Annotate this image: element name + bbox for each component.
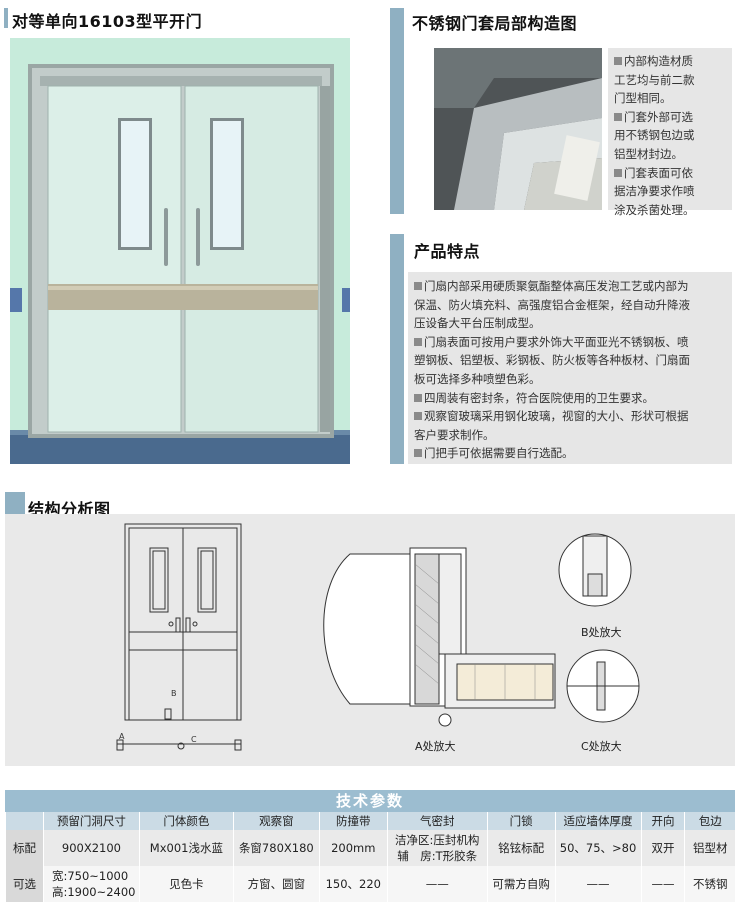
header-cell: 预留门洞尺寸 — [42, 812, 140, 830]
header-cell: 开向 — [640, 812, 685, 830]
header-cell: 包边 — [684, 812, 735, 830]
frame-note-line: 据洁净要求作喷 — [614, 184, 695, 199]
header-cell: 气密封 — [386, 812, 488, 830]
structure-drawings: A B C A处放大 B处放大 — [116, 523, 640, 753]
feature-line: 塑钢板、铝塑板、彩钢板、防火板等各种板材、门扇面 — [414, 353, 690, 368]
cell-guard: 150、220 — [318, 866, 388, 902]
spec-table-title: 技术参数 — [5, 790, 735, 812]
cell-edge: 不锈钢 — [684, 866, 735, 902]
header-cell: 防撞带 — [318, 812, 388, 830]
label-detail-c: C处放大 — [581, 739, 622, 753]
spec-table: 预留门洞尺寸 门体颜色 观察窗 防撞带 气密封 门锁 适应墙体厚度 开向 包边 … — [5, 812, 735, 902]
detail-a-drawing — [323, 547, 556, 727]
cell-lock: 铭铉标配 — [486, 830, 556, 866]
header-cell — [5, 812, 44, 830]
label-detail-a: A处放大 — [415, 739, 456, 753]
frame-section-title: 不锈钢门套局部构造图 — [412, 14, 578, 33]
feature-line: 板可选择多种喷塑色彩。 — [414, 371, 541, 386]
table-row: 可选 宽:750~1000 高:1900~2400 见色卡 方窗、圆窗 150、… — [5, 866, 735, 902]
cell-wall: —— — [554, 866, 642, 902]
cell-open: —— — [640, 866, 685, 902]
door-photo-illustration — [10, 38, 350, 464]
feature-line: 门扇表面可按用户要求外饰大平面亚光不锈钢板、喷 — [414, 333, 726, 352]
spec-table-section: 技术参数 预留门洞尺寸 门体颜色 观察窗 防撞带 气密封 门锁 适应墙体厚度 开… — [5, 790, 735, 902]
feature-line: 客户要求制作。 — [414, 427, 495, 442]
structure-accent-bar — [5, 492, 25, 516]
header-cell: 观察窗 — [232, 812, 320, 830]
structure-panel: A B C A处放大 B处放大 — [5, 514, 735, 766]
mark-a: A — [119, 732, 125, 741]
frame-note-line: 门套表面可依 — [614, 164, 726, 183]
cell-size: 900X2100 — [42, 830, 140, 866]
size-line: 宽:750~1000 — [51, 869, 129, 883]
frame-notes: 内部构造材质 工艺均与前二款 门型相同。 门套外部可选 用不锈钢包边或 铝型材封… — [608, 48, 732, 217]
frame-detail-photo — [434, 48, 602, 210]
features-box: 门扇内部采用硬质聚氨酯整体高压发泡工艺或内部为 保温、防火填充料、高强度铝合金框… — [408, 272, 732, 464]
cell-window: 方窗、圆窗 — [232, 866, 320, 902]
header-cell: 适应墙体厚度 — [554, 812, 642, 830]
feature-line: 压设备大平台压制成型。 — [414, 316, 541, 331]
page-title: 对等单向16103型平开门 — [12, 12, 203, 31]
detail-c-drawing — [566, 649, 640, 723]
mark-c: C — [191, 735, 197, 744]
features-accent-bar — [390, 234, 404, 464]
bullet-square-icon — [414, 393, 422, 402]
header-cell: 门体颜色 — [138, 812, 234, 830]
feature-line: 门把手可依据需要自行选配。 — [414, 444, 726, 463]
door-elevation-drawing — [116, 523, 242, 751]
mark-b: B — [171, 689, 177, 698]
bullet-square-icon — [414, 412, 422, 421]
cell-color: Mx001浅水蓝 — [138, 830, 234, 866]
bullet-square-icon — [614, 112, 622, 121]
features-title: 产品特点 — [414, 242, 481, 261]
cell-open: 双开 — [640, 830, 685, 866]
seal-line: 洁净区:压封机构 — [395, 833, 480, 847]
row-head-standard: 标配 — [5, 830, 44, 866]
feature-line: 门扇内部采用硬质聚氨酯整体高压发泡工艺或内部为 — [414, 277, 726, 296]
frame-note-line: 内部构造材质 — [614, 52, 726, 71]
cell-seal: —— — [386, 866, 488, 902]
section-accent-bar — [4, 8, 8, 28]
bullet-square-icon — [414, 282, 422, 290]
table-row: 标配 900X2100 Mx001浅水蓝 条窗780X180 200mm 洁净区… — [5, 830, 735, 866]
frame-note-line: 用不锈钢包边或 — [614, 128, 695, 143]
frame-accent-bar — [390, 8, 404, 214]
bullet-square-icon — [614, 57, 622, 65]
frame-note-line: 门套外部可选 — [614, 108, 726, 127]
detail-a-hatch — [414, 563, 536, 700]
frame-note-line: 涂及杀菌处理。 — [614, 202, 695, 217]
feature-line: 保温、防火填充料、高强度铝合金框架，经自动升降液 — [414, 297, 690, 312]
bullet-square-icon — [614, 168, 622, 177]
cell-window: 条窗780X180 — [232, 830, 320, 866]
cell-edge: 铝型材 — [684, 830, 735, 866]
cell-color: 见色卡 — [138, 866, 234, 902]
bullet-square-icon — [414, 337, 422, 346]
cell-wall: 50、75、>80 — [554, 830, 642, 866]
row-head-optional: 可选 — [5, 866, 44, 902]
feature-line: 观察窗玻璃采用钢化玻璃，视窗的大小、形状可根据 — [414, 407, 726, 426]
frame-note-line: 门型相同。 — [614, 91, 672, 106]
spec-header-row: 预留门洞尺寸 门体颜色 观察窗 防撞带 气密封 门锁 适应墙体厚度 开向 包边 — [5, 812, 735, 830]
feature-line: 四周装有密封条，符合医院使用的卫生要求。 — [414, 389, 726, 408]
header-cell: 门锁 — [486, 812, 556, 830]
frame-note-line: 工艺均与前二款 — [614, 72, 695, 87]
detail-b-drawing — [558, 533, 632, 607]
size-line: 高:1900~2400 — [51, 885, 136, 899]
frame-note-line: 铝型材封边。 — [614, 146, 683, 161]
cell-size: 宽:750~1000 高:1900~2400 — [42, 866, 140, 902]
cell-seal: 洁净区:压封机构 辅 房:T形胶条 — [386, 830, 488, 866]
cell-guard: 200mm — [318, 830, 388, 866]
seal-line: 辅 房:T形胶条 — [397, 849, 478, 863]
door-photo — [10, 38, 350, 464]
cell-lock: 可需方自购 — [486, 866, 556, 902]
label-detail-b: B处放大 — [581, 625, 622, 639]
bullet-square-icon — [414, 449, 422, 458]
